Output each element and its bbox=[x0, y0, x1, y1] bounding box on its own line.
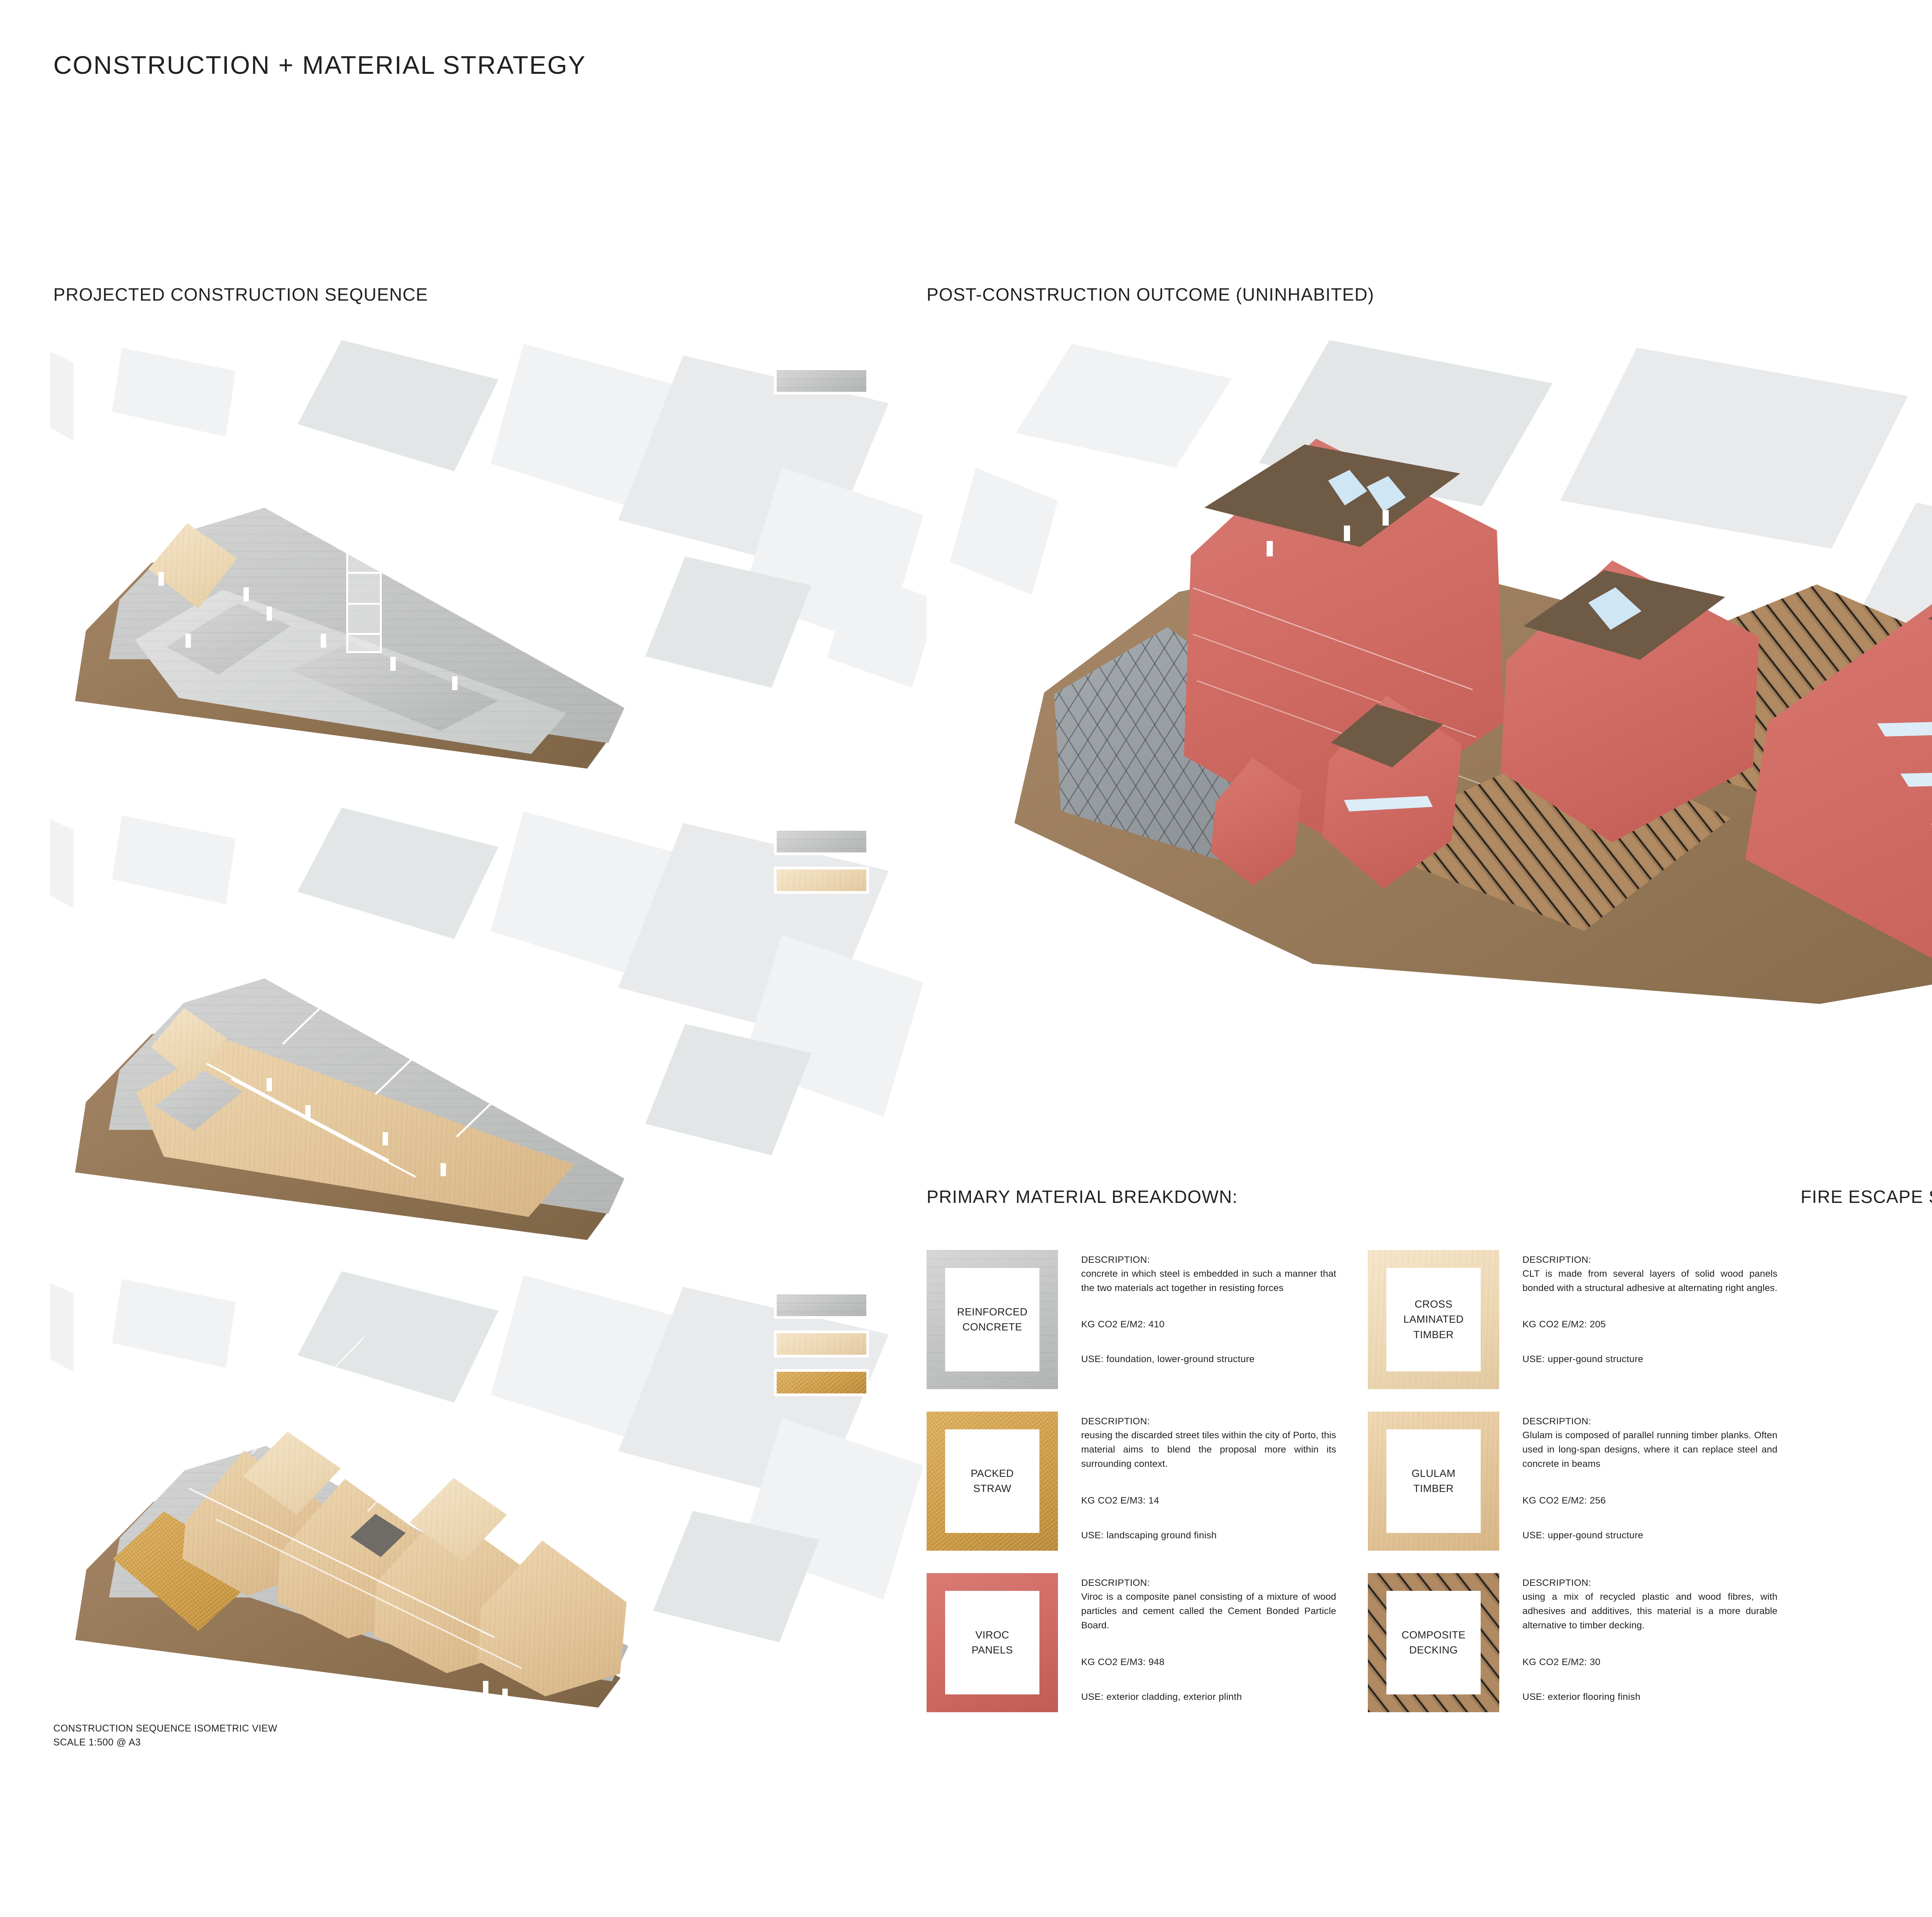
material-swatch-packed-straw: PACKED STRAW bbox=[927, 1412, 1058, 1551]
material-text-composite-decking: DESCRIPTION: using a mix of recycled pla… bbox=[1522, 1573, 1809, 1735]
sequence-legend-stage-3 bbox=[777, 1294, 873, 1407]
material-text-reinforced-concrete: DESCRIPTION: concrete in which steel is … bbox=[1081, 1250, 1368, 1412]
description-body: Viroc is a composite panel consisting of… bbox=[1081, 1592, 1336, 1631]
description-body: using a mix of recycled plastic and wood… bbox=[1522, 1592, 1777, 1631]
description-body: Glulam is composed of parallel running t… bbox=[1522, 1430, 1777, 1470]
construction-sequence-stage-1 bbox=[50, 340, 927, 777]
section-heading-post-construction: POST-CONSTRUCTION OUTCOME (UNINHABITED) bbox=[927, 284, 1374, 304]
caption-construction-sequence: CONSTRUCTION SEQUENCE ISOMETRIC VIEW SCA… bbox=[53, 1723, 277, 1748]
scaffold-tower bbox=[346, 545, 382, 653]
description-label: DESCRIPTION: bbox=[1081, 1255, 1150, 1265]
material-name: CROSS LAMINATED TIMBER bbox=[1403, 1298, 1464, 1340]
section-heading-fire-escape: FIRE ESCAPE STRATEGY bbox=[1801, 1187, 1932, 1207]
primary-material-breakdown-grid: REINFORCED CONCRETE DESCRIPTION: concret… bbox=[927, 1250, 1881, 1735]
material-swatch-cross-laminated-timber: CROSS LAMINATED TIMBER bbox=[1368, 1250, 1499, 1389]
description-label: DESCRIPTION: bbox=[1522, 1416, 1591, 1427]
use-value: USE: landscaping ground finish bbox=[1081, 1530, 1217, 1541]
legend-swatch-concrete bbox=[777, 1294, 866, 1316]
description-label: DESCRIPTION: bbox=[1522, 1578, 1591, 1588]
description-label: DESCRIPTION: bbox=[1522, 1255, 1591, 1265]
sequence-legend-stage-2 bbox=[777, 831, 873, 904]
co2-value: KG CO2 E/M2: 256 bbox=[1522, 1495, 1606, 1506]
description-label: DESCRIPTION: bbox=[1081, 1578, 1150, 1588]
use-value: USE: foundation, lower-ground structure bbox=[1081, 1354, 1255, 1365]
use-value: USE: exterior cladding, exterior plinth bbox=[1081, 1691, 1242, 1702]
material-swatch-viroc-panels: VIROC PANELS bbox=[927, 1573, 1058, 1712]
material-name: REINFORCED CONCRETE bbox=[957, 1306, 1028, 1333]
legend-swatch-concrete bbox=[777, 370, 866, 392]
description-body: CLT is made from several layers of solid… bbox=[1522, 1269, 1777, 1294]
material-name: PACKED STRAW bbox=[971, 1467, 1014, 1494]
material-text-packed-straw: DESCRIPTION: reusing the discarded stree… bbox=[1081, 1412, 1368, 1573]
co2-value: KG CO2 E/M3: 948 bbox=[1081, 1657, 1165, 1667]
use-value: USE: exterior flooring finish bbox=[1522, 1691, 1641, 1702]
description-label: DESCRIPTION: bbox=[1081, 1416, 1150, 1427]
material-name: GLULAM TIMBER bbox=[1412, 1467, 1456, 1494]
description-body: reusing the discarded street tiles withi… bbox=[1081, 1430, 1336, 1470]
construction-sequence-stage-2 bbox=[50, 808, 927, 1248]
description-body: concrete in which steel is embedded in s… bbox=[1081, 1269, 1336, 1294]
page-title: CONSTRUCTION + MATERIAL STRATEGY bbox=[53, 51, 586, 79]
use-value: USE: upper-gound structure bbox=[1522, 1530, 1643, 1541]
material-swatch-composite-decking: COMPOSITE DECKING bbox=[1368, 1573, 1499, 1712]
material-name: COMPOSITE DECKING bbox=[1401, 1629, 1466, 1656]
post-construction-isometric bbox=[927, 340, 1932, 1086]
material-text-cross-laminated-timber: DESCRIPTION: CLT is made from several la… bbox=[1522, 1250, 1809, 1412]
co2-value: KG CO2 E/M2: 30 bbox=[1522, 1657, 1600, 1667]
co2-value: KG CO2 E/M3: 14 bbox=[1081, 1495, 1159, 1506]
legend-swatch-straw bbox=[777, 1372, 866, 1393]
legend-swatch-timber bbox=[777, 1333, 866, 1355]
co2-value: KG CO2 E/M2: 410 bbox=[1081, 1319, 1165, 1330]
section-heading-projected-sequence: PROJECTED CONSTRUCTION SEQUENCE bbox=[53, 284, 429, 304]
material-text-viroc-panels: DESCRIPTION: Viroc is a composite panel … bbox=[1081, 1573, 1368, 1735]
sequence-legend-stage-1 bbox=[777, 370, 873, 397]
legend-swatch-timber bbox=[777, 869, 866, 891]
material-name: VIROC PANELS bbox=[971, 1629, 1013, 1656]
legend-swatch-concrete bbox=[777, 831, 866, 852]
use-value: USE: upper-gound structure bbox=[1522, 1354, 1643, 1365]
construction-sequence-stage-3 bbox=[50, 1271, 927, 1716]
material-text-glulam-timber: DESCRIPTION: Glulam is composed of paral… bbox=[1522, 1412, 1809, 1573]
material-swatch-reinforced-concrete: REINFORCED CONCRETE bbox=[927, 1250, 1058, 1389]
co2-value: KG CO2 E/M2: 205 bbox=[1522, 1319, 1606, 1330]
section-heading-primary-material: PRIMARY MATERIAL BREAKDOWN: bbox=[927, 1187, 1238, 1207]
material-swatch-glulam-timber: GLULAM TIMBER bbox=[1368, 1412, 1499, 1551]
